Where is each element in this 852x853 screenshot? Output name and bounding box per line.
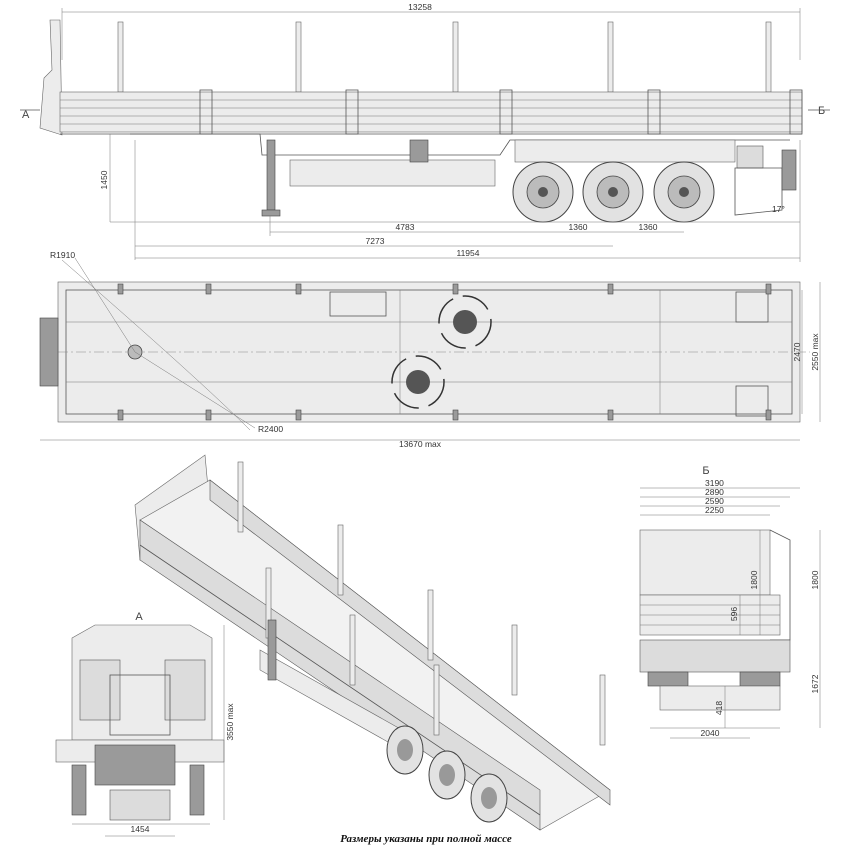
landing-gear (266, 139, 276, 211)
dim-length-max: 13670 max (399, 439, 442, 449)
dim-rear-3190: 3190 (705, 478, 724, 488)
dim-rear-418: 418 (714, 701, 724, 715)
dim-11954: 11954 (456, 248, 479, 258)
dim-rear-1800-inner: 1800 (749, 570, 759, 589)
dim-rear-2250: 2250 (705, 505, 724, 515)
isometric-view (134, 454, 611, 831)
side-stakes (117, 21, 772, 93)
side-board (59, 91, 803, 133)
chassis-frame (289, 159, 496, 187)
front-view: А 3550 max 1454 (55, 611, 235, 837)
dim-rear-2890: 2890 (705, 487, 724, 497)
dim-radius-rear: R2400 (258, 424, 283, 434)
dim-1360-b: 1360 (639, 222, 658, 232)
rear-view-label: Б (702, 465, 709, 477)
dim-rear-1800-outer: 1800 (810, 570, 820, 589)
dim-angle: 17° (772, 204, 785, 214)
dim-width-max: 2550 max (810, 333, 820, 371)
top-view: R1910 R2400 13670 max 2470 2550 max (39, 250, 821, 449)
dim-rear-1672: 1672 (810, 674, 820, 693)
dim-radius-front: R1910 (50, 250, 75, 260)
front-view-label: А (135, 611, 143, 623)
dim-width-2470: 2470 (792, 342, 802, 361)
rear-view: Б 3190 2890 2590 2250 1800 596 1800 1672… (639, 465, 821, 739)
dim-height-1450: 1450 (99, 170, 109, 189)
dim-1360-a: 1360 (569, 222, 588, 232)
front-bulkhead (39, 19, 63, 136)
dim-rear-596: 596 (729, 607, 739, 621)
dim-4783: 4783 (396, 222, 415, 232)
dim-rear-track: 2040 (701, 728, 720, 738)
dim-front-width: 1454 (131, 824, 150, 834)
section-label-a: А (22, 109, 30, 121)
side-wheels (512, 161, 715, 223)
side-view: 13258 (20, 2, 830, 262)
dim-overall-length: 13258 (408, 2, 432, 12)
dim-front-height: 3550 max (225, 703, 235, 741)
section-label-b: Б (818, 105, 825, 117)
drawing-caption: Размеры указаны при полной массе (340, 833, 512, 845)
dim-7273: 7273 (366, 236, 385, 246)
dim-rear-2590: 2590 (705, 496, 724, 506)
